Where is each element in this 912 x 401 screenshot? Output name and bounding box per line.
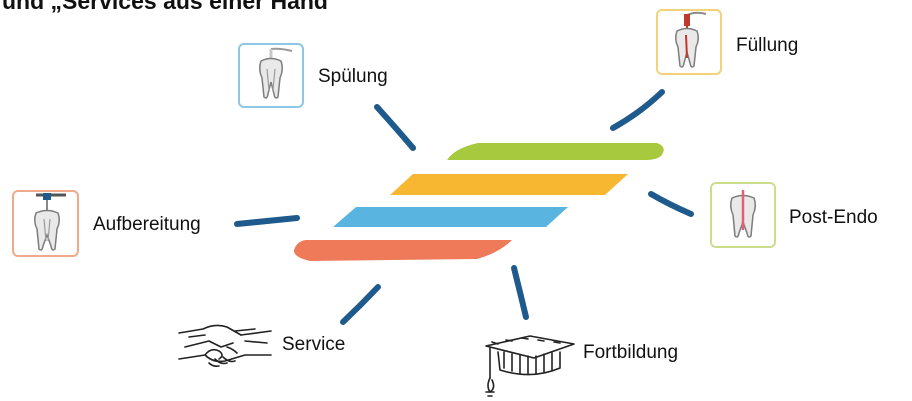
fuellung-label: Füllung [736, 35, 798, 57]
tooth-post-icon [712, 184, 774, 246]
aufbereitung-label: Aufbereitung [93, 214, 201, 236]
connector-aufbereitung [237, 218, 297, 224]
central-logo [294, 143, 664, 261]
connector-spuelung [377, 107, 413, 148]
connector-fortbildung [514, 268, 526, 317]
graduation-cap-icon [478, 330, 578, 401]
connector-fuellung [613, 92, 662, 128]
fortbildung-label: Fortbildung [583, 342, 678, 364]
logo-stripe-blue [333, 207, 568, 227]
logo-stripe-yellow [390, 174, 628, 195]
spuelung-icon-box [238, 43, 304, 108]
tooth-file-icon [14, 192, 77, 255]
fuellung-icon-box [656, 9, 722, 75]
post-endo-icon-box [710, 182, 776, 248]
connector-service [343, 287, 378, 322]
post-endo-label: Post-Endo [789, 207, 878, 229]
spuelung-label: Spülung [318, 66, 388, 88]
logo-stripe-orange [294, 240, 512, 261]
handshake-icon [175, 319, 275, 371]
logo-stripe-green [447, 143, 664, 160]
tooth-irrigation-icon [240, 45, 302, 106]
connector-post-endo [651, 194, 691, 214]
aufbereitung-icon-box [12, 190, 79, 257]
service-label: Service [282, 334, 345, 356]
tooth-filling-icon [658, 11, 720, 73]
